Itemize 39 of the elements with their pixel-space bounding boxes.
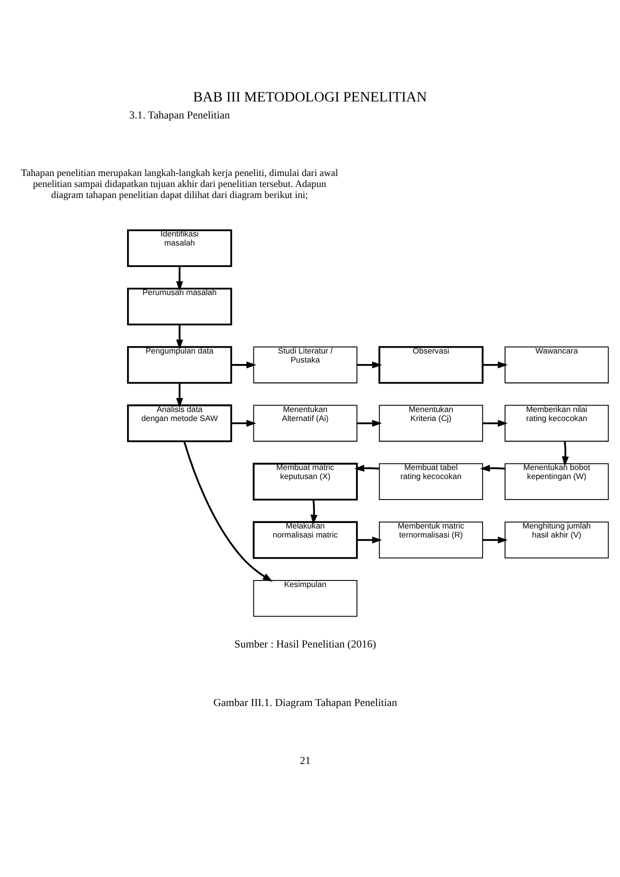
label: Sumber : Hasil Penelitian (2016)	[234, 638, 376, 650]
arrow	[176, 382, 184, 408]
node-box: Menentukan Kriteria (Cj)	[378, 404, 484, 442]
label: Tahapan penelitian merupakan langkah-langkah kerja peneliti, dimulai dari awal penelitian sampai didapatkan tujuan akhir dari penelitian tersebut. Adapun diagram tahapan penelitian dapat dilihat dari diagram berikut ini;	[21, 168, 338, 200]
node-box: Analisis data dengan metode SAW	[127, 404, 232, 442]
node-box: Kesimpulan	[253, 579, 358, 616]
node-box: Wawancara	[504, 346, 609, 383]
arrow	[482, 419, 508, 426]
arrow	[183, 440, 273, 582]
arrow	[482, 536, 508, 543]
arrow	[176, 266, 184, 291]
node-box: Menghitung jumlah hasil akhir (V)	[504, 521, 609, 558]
node-box: Menentukan Alternatif (Ai)	[253, 404, 358, 442]
node-box: Melakukan normalisasi matric	[252, 520, 358, 558]
arrow	[231, 419, 256, 426]
node-box: Memberikan nilai rating kecocokan	[504, 404, 609, 442]
arrow	[231, 360, 256, 368]
arrow	[357, 419, 382, 426]
caption: Gambar III.1. Diagram Tahapan Penelitian	[213, 696, 398, 708]
arrow	[357, 536, 382, 543]
arrow	[482, 360, 508, 368]
label: 3.1. Tahapan Penelitian	[129, 109, 230, 122]
node-box: Menentukan bobot kepentingan (W)	[504, 462, 609, 500]
arrow	[357, 360, 382, 368]
node-box: Membuat matric keputusan (X)	[252, 462, 358, 500]
arrow	[176, 324, 184, 350]
node-box: Membentuk matric ternormalisasi (R)	[378, 521, 484, 558]
arrow	[310, 499, 318, 524]
node-box: Pengumpulan data	[127, 346, 232, 384]
arrow	[354, 464, 380, 472]
diagram-title: BAB III METODOLOGI PENELITIAN	[193, 89, 427, 106]
label: 21	[300, 754, 311, 767]
node-box: Perumusan masalah	[127, 287, 232, 325]
node-box: Observasi	[378, 346, 484, 384]
node-box: Studi Literatur / Pustaka	[253, 346, 358, 383]
arrow	[480, 464, 506, 472]
arrow	[562, 440, 569, 466]
node-box: Identifikasi masalah	[127, 228, 232, 267]
node-box: Membuat tabel rating kecocokan	[378, 462, 484, 500]
